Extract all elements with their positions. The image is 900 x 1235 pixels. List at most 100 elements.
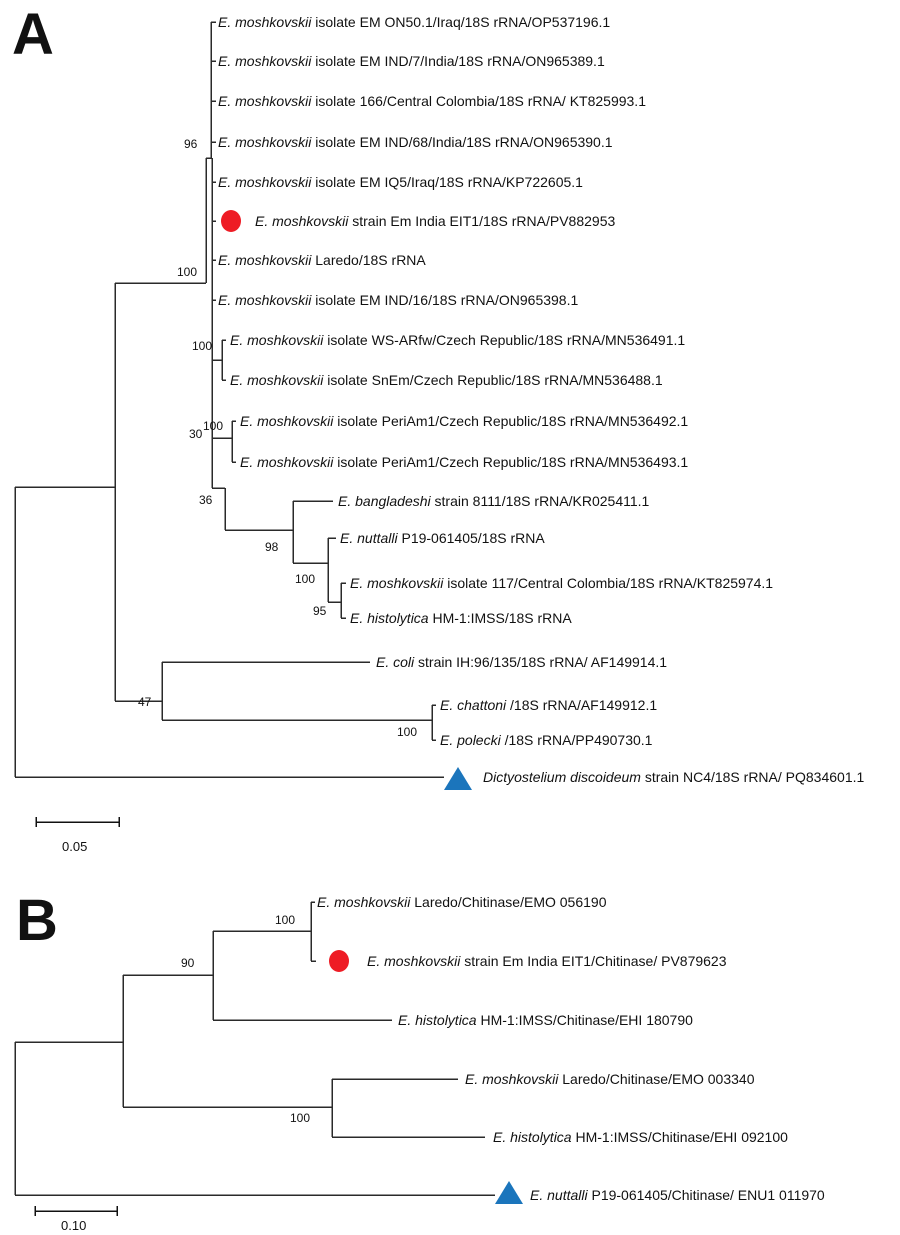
- tip-label: E. moshkovskii isolate EM IND/16/18S rRN…: [218, 291, 578, 309]
- tip-label: E. polecki /18S rRNA/PP490730.1: [440, 731, 652, 749]
- bootstrap-value: 100: [192, 339, 213, 353]
- isolate-accession: strain Em India EIT1/18S rRNA/PV882953: [348, 213, 616, 229]
- tip-label: E. moshkovskii isolate SnEm/Czech Republ…: [230, 371, 663, 389]
- isolate-accession: isolate 117/Central Colombia/18S rRNA/KT…: [443, 575, 774, 591]
- species-name: E. moshkovskii: [367, 953, 461, 969]
- tip-label: E. moshkovskii isolate EM IQ5/Iraq/18S r…: [218, 173, 583, 191]
- tip-label: E. moshkovskii isolate EM IND/7/India/18…: [218, 52, 605, 70]
- isolate-accession: isolate EM IND/16/18S rRNA/ON965398.1: [311, 292, 579, 308]
- species-name: E. moshkovskii: [218, 174, 312, 190]
- species-name: E. coli: [376, 654, 415, 670]
- isolate-accession: isolate SnEm/Czech Republic/18S rRNA/MN5…: [323, 372, 663, 388]
- species-name: E. nuttalli: [530, 1187, 588, 1203]
- tip-label: E. moshkovskii Laredo/Chitinase/EMO 0561…: [317, 893, 606, 911]
- bootstrap-value: 96: [184, 137, 198, 151]
- tip-label: E. moshkovskii Laredo/18S rRNA: [218, 251, 426, 269]
- species-name: Dictyostelium discoideum: [483, 769, 641, 785]
- species-name: E. moshkovskii: [218, 134, 312, 150]
- isolate-accession: HM-1:IMSS/Chitinase/EHI 092100: [571, 1129, 788, 1145]
- panel-b-label: B: [16, 888, 58, 953]
- scale-bar-value: 0.10: [61, 1218, 87, 1233]
- isolate-accession: isolate PeriAm1/Czech Republic/18S rRNA/…: [333, 413, 689, 429]
- isolate-accession: P19-061405/18S rRNA: [397, 530, 545, 546]
- bootstrap-value: 36: [199, 493, 213, 507]
- species-name: E. moshkovskii: [218, 14, 312, 30]
- isolate-accession: isolate WS-ARfw/Czech Republic/18S rRNA/…: [323, 332, 686, 348]
- tip-label: E. moshkovskii strain Em India EIT1/18S …: [255, 212, 615, 230]
- isolate-accession: Laredo/Chitinase/EMO 056190: [410, 894, 607, 910]
- bootstrap-value: 100: [295, 572, 316, 586]
- species-name: E. nuttalli: [340, 530, 398, 546]
- tip-label: E. histolytica HM-1:IMSS/18S rRNA: [350, 609, 572, 627]
- species-name: E. moshkovskii: [350, 575, 444, 591]
- species-name: E. moshkovskii: [218, 292, 312, 308]
- isolate-accession: Laredo/Chitinase/EMO 003340: [558, 1071, 755, 1087]
- tip-label: E. chattoni /18S rRNA/AF149912.1: [440, 696, 657, 714]
- isolate-accession: strain NC4/18S rRNA/ PQ834601.1: [640, 769, 865, 785]
- tip-label: E. moshkovskii isolate 117/Central Colom…: [350, 574, 773, 592]
- novel-strain-marker: [329, 950, 349, 972]
- species-name: E. moshkovskii: [218, 53, 312, 69]
- tip-label: E. coli strain IH:96/135/18S rRNA/ AF149…: [376, 653, 667, 671]
- species-name: E. moshkovskii: [230, 372, 324, 388]
- bootstrap-value: 98: [265, 540, 279, 554]
- species-name: E. moshkovskii: [255, 213, 349, 229]
- species-name: E. moshkovskii: [218, 252, 312, 268]
- tip-label: E. moshkovskii isolate 166/Central Colom…: [218, 92, 646, 110]
- scale-bar-value: 0.05: [62, 839, 88, 854]
- species-name: E. moshkovskii: [218, 93, 312, 109]
- isolate-accession: isolate EM ON50.1/Iraq/18S rRNA/OP537196…: [311, 14, 611, 30]
- bootstrap-value: 100: [177, 265, 198, 279]
- bootstrap-value: 95: [313, 604, 327, 618]
- tip-label: E. nuttalli P19-061405/18S rRNA: [340, 529, 545, 547]
- isolate-accession: Laredo/18S rRNA: [311, 252, 426, 268]
- bootstrap-value: 100: [290, 1111, 311, 1125]
- isolate-accession: /18S rRNA/AF149912.1: [506, 697, 658, 713]
- isolate-accession: isolate EM IND/68/India/18S rRNA/ON96539…: [311, 134, 613, 150]
- isolate-accession: isolate EM IQ5/Iraq/18S rRNA/KP722605.1: [311, 174, 583, 190]
- species-name: E. histolytica: [350, 610, 429, 626]
- outgroup-marker: [495, 1181, 523, 1204]
- tip-label: Dictyostelium discoideum strain NC4/18S …: [483, 768, 864, 786]
- isolate-accession: strain IH:96/135/18S rRNA/ AF149914.1: [414, 654, 668, 670]
- species-name: E. moshkovskii: [240, 454, 334, 470]
- tip-label: E. moshkovskii isolate EM ON50.1/Iraq/18…: [218, 13, 610, 31]
- tip-label: E. moshkovskii isolate EM IND/68/India/1…: [218, 133, 613, 151]
- species-name: E. histolytica: [398, 1012, 477, 1028]
- tip-label: E. moshkovskii isolate PeriAm1/Czech Rep…: [240, 453, 688, 471]
- bootstrap-value: 30: [189, 427, 203, 441]
- isolate-accession: isolate 166/Central Colombia/18S rRNA/ K…: [311, 93, 646, 109]
- tip-label: E. moshkovskii isolate WS-ARfw/Czech Rep…: [230, 331, 685, 349]
- tip-label: E. nuttalli P19-061405/Chitinase/ ENU1 0…: [530, 1186, 825, 1204]
- isolate-accession: isolate PeriAm1/Czech Republic/18S rRNA/…: [333, 454, 689, 470]
- species-name: E. moshkovskii: [465, 1071, 559, 1087]
- bootstrap-value: 100: [397, 725, 418, 739]
- isolate-accession: /18S rRNA/PP490730.1: [500, 732, 653, 748]
- tip-label: E. moshkovskii Laredo/Chitinase/EMO 0033…: [465, 1070, 754, 1088]
- species-name: E. bangladeshi: [338, 493, 431, 509]
- bootstrap-value: 100: [275, 913, 296, 927]
- bootstrap-value: 100: [203, 419, 224, 433]
- novel-strain-marker: [221, 210, 241, 232]
- tip-label: E. moshkovskii strain Em India EIT1/Chit…: [367, 952, 727, 970]
- tip-label: E. histolytica HM-1:IMSS/Chitinase/EHI 0…: [493, 1128, 788, 1146]
- species-name: E. chattoni: [440, 697, 507, 713]
- isolate-accession: HM-1:IMSS/18S rRNA: [428, 610, 572, 626]
- bootstrap-value: 47: [138, 695, 152, 709]
- species-name: E. polecki: [440, 732, 501, 748]
- species-name: E. moshkovskii: [317, 894, 411, 910]
- panel-a-label: A: [12, 2, 54, 67]
- species-name: E. moshkovskii: [240, 413, 334, 429]
- isolate-accession: P19-061405/Chitinase/ ENU1 011970: [587, 1187, 825, 1203]
- species-name: E. histolytica: [493, 1129, 572, 1145]
- tip-label: E. moshkovskii isolate PeriAm1/Czech Rep…: [240, 412, 688, 430]
- species-name: E. moshkovskii: [230, 332, 324, 348]
- tip-label: E. bangladeshi strain 8111/18S rRNA/KR02…: [338, 492, 649, 510]
- bootstrap-value: 90: [181, 956, 195, 970]
- isolate-accession: HM-1:IMSS/Chitinase/EHI 180790: [476, 1012, 693, 1028]
- outgroup-marker: [444, 767, 472, 790]
- isolate-accession: strain Em India EIT1/Chitinase/ PV879623: [460, 953, 727, 969]
- isolate-accession: strain 8111/18S rRNA/KR025411.1: [430, 493, 650, 509]
